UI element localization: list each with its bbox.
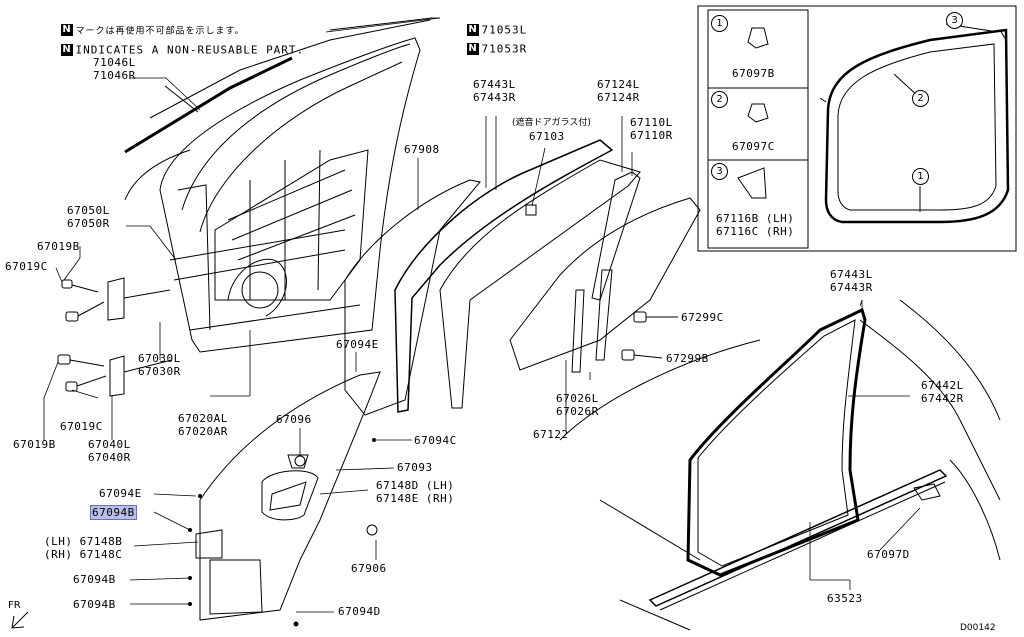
ring-callout-1: 1 bbox=[912, 168, 929, 185]
label-67116[interactable]: 67116B (LH)67116C (RH) bbox=[716, 212, 795, 238]
label-67019B[interactable]: 67019B bbox=[37, 240, 80, 253]
label-67097C[interactable]: 67097C bbox=[732, 140, 775, 153]
non-reusable-badge: N bbox=[60, 24, 73, 36]
label-67908[interactable]: 67908 bbox=[404, 143, 440, 156]
ring-callout-2: 2 bbox=[912, 90, 929, 107]
label-67148DE[interactable]: 67148D (LH)67148E (RH) bbox=[376, 479, 455, 505]
label-67299B[interactable]: 67299B bbox=[666, 352, 709, 365]
label-67097B[interactable]: 67097B bbox=[732, 67, 775, 80]
label-63523[interactable]: 63523 bbox=[827, 592, 863, 605]
front-marker: FR bbox=[8, 600, 21, 611]
label-67122[interactable]: 67122 bbox=[533, 428, 569, 441]
label-67094B[interactable]: 67094B bbox=[73, 573, 116, 586]
ring-callout-3: 3 bbox=[946, 12, 963, 29]
non-reusable-badge: N bbox=[60, 44, 73, 56]
label-67093[interactable]: 67093 bbox=[397, 461, 433, 474]
inset-panel bbox=[697, 5, 1017, 252]
label-67906[interactable]: 67906 bbox=[351, 562, 387, 575]
label-67103[interactable]: 67103 bbox=[529, 130, 565, 143]
label-67019C[interactable]: 67019C bbox=[5, 260, 48, 273]
label-67094E[interactable]: 67094E bbox=[99, 487, 142, 500]
label-67094B[interactable]: 67094B bbox=[73, 598, 116, 611]
drawing-code: D00142 bbox=[960, 623, 996, 633]
label-67019C[interactable]: 67019C bbox=[60, 420, 103, 433]
inset-callout-1: 1 bbox=[711, 15, 728, 32]
inset-callout-3: 3 bbox=[711, 163, 728, 180]
label-67148BC[interactable]: (LH) 67148B(RH) 67148C bbox=[44, 535, 123, 561]
label-67094E[interactable]: 67094E bbox=[336, 338, 379, 351]
glass-note-jp: (遮音ドアガラス付) bbox=[512, 118, 591, 128]
label-67097D[interactable]: 67097D bbox=[867, 548, 910, 561]
label-67096[interactable]: 67096 bbox=[276, 413, 312, 426]
label-67094C[interactable]: 67094C bbox=[414, 434, 457, 447]
label-67094B-highlighted[interactable]: 67094B bbox=[90, 505, 137, 520]
front-arrow bbox=[11, 611, 29, 629]
label-67299C[interactable]: 67299C bbox=[681, 311, 724, 324]
leader-lines bbox=[43, 17, 921, 613]
inset-callout-2: 2 bbox=[711, 91, 728, 108]
label-67019B[interactable]: 67019B bbox=[13, 438, 56, 451]
label-67094D[interactable]: 67094D bbox=[338, 605, 381, 618]
